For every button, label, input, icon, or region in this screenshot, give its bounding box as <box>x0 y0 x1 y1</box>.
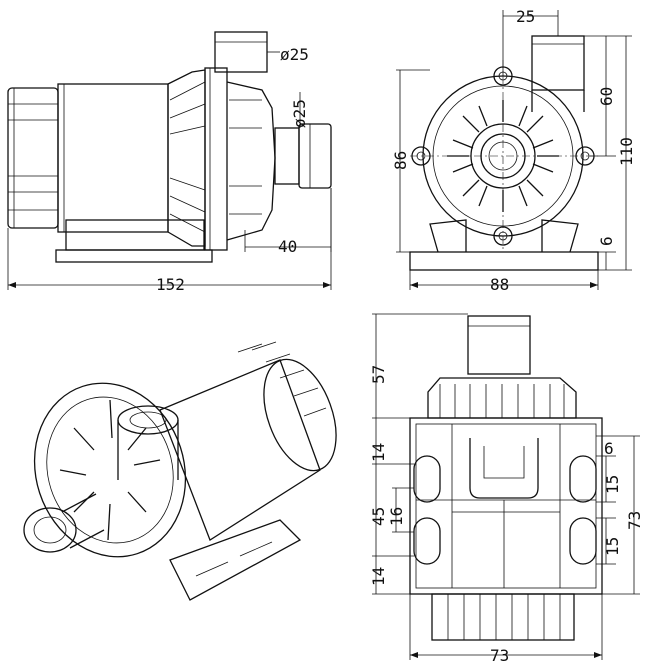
dim-front-body-height: 86 <box>391 151 410 170</box>
dim-bottom-edge-offset: 6 <box>604 439 614 458</box>
dim-front-outlet-height: 60 <box>597 87 616 106</box>
dim-bottom-slot-top: 14 <box>369 443 388 462</box>
isometric-view <box>23 341 337 601</box>
dim-bottom-slot-len-lower: 15 <box>603 537 622 556</box>
front-view: 25 86 60 110 6 88 <box>391 7 636 294</box>
dim-side-inlet-diameter: ø25 <box>290 99 309 128</box>
dim-side-outlet-diameter: ø25 <box>280 45 309 64</box>
dim-side-inlet-length: 40 <box>278 237 297 256</box>
dim-front-base-width: 88 <box>490 275 509 294</box>
side-view: 152 40 ø25 ø25 <box>7 31 332 294</box>
dim-front-overall-height: 110 <box>617 137 636 166</box>
dim-bottom-top-height: 57 <box>369 365 388 384</box>
dim-bottom-slot-bottom: 14 <box>369 567 388 586</box>
dim-bottom-base-depth: 73 <box>625 511 644 530</box>
dim-front-base-thickness: 6 <box>597 236 616 246</box>
dim-bottom-base-width: 73 <box>490 646 509 665</box>
dim-front-outlet-offset: 25 <box>516 7 535 26</box>
dim-side-length-total: 152 <box>156 275 185 294</box>
dim-bottom-slot-pitch: 45 <box>369 507 388 526</box>
bottom-view: 57 14 45 16 14 73 6 15 15 73 <box>369 313 644 665</box>
dim-bottom-slot-len-upper: 15 <box>603 475 622 494</box>
dim-bottom-slot-inner: 16 <box>387 507 406 526</box>
